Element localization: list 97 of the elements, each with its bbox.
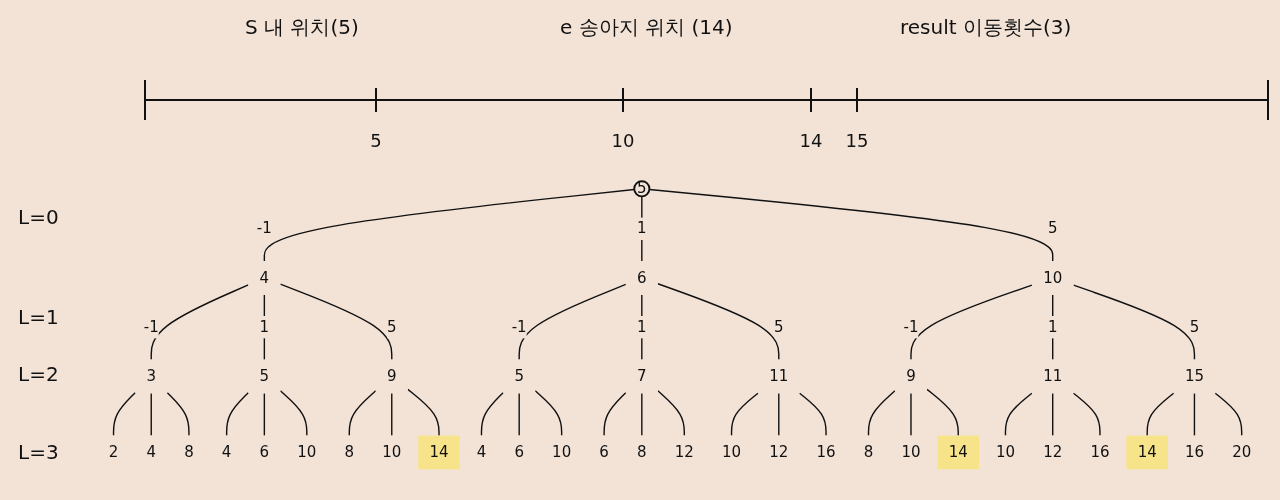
node-text: 10 <box>297 443 317 461</box>
edge-label: -1 <box>143 317 159 336</box>
node-text: 4 <box>221 443 232 461</box>
edge-label: 1 <box>637 317 647 336</box>
connector <box>778 392 780 437</box>
edge-label: 5 <box>774 317 784 336</box>
edge-label: 1 <box>1047 317 1058 336</box>
connector <box>648 188 1054 262</box>
connector <box>1052 392 1054 437</box>
connector <box>263 188 635 262</box>
connector <box>1214 392 1243 437</box>
node-text: 12 <box>769 443 789 461</box>
connector <box>150 284 249 361</box>
edge-label: 1 <box>637 219 647 238</box>
connector <box>657 283 780 361</box>
node-text: 12 <box>674 443 694 461</box>
edge-label: 5 <box>1047 219 1058 238</box>
connector <box>518 392 520 437</box>
connector <box>1004 392 1033 437</box>
heading-text: S 내 위치(5) <box>245 14 359 41</box>
level-label: L=1 <box>18 305 59 329</box>
edge-label: -1 <box>256 219 272 238</box>
node-text: 4 <box>476 443 487 461</box>
node-text: 5 <box>514 367 524 385</box>
tick-label: 5 <box>370 130 382 151</box>
tick-label: 14 <box>799 130 823 151</box>
node-text: 8 <box>184 443 194 461</box>
node-text: 11 <box>1043 367 1063 385</box>
node-text: 10 <box>1043 268 1063 287</box>
node-text: 16 <box>816 443 836 461</box>
node-box: 14 <box>418 435 460 470</box>
node-text: 2 <box>108 443 119 461</box>
node-text: 10 <box>552 443 572 461</box>
node-text: 16 <box>1090 443 1110 461</box>
node-text: 7 <box>637 367 647 385</box>
connector <box>1146 392 1175 437</box>
node-text: 20 <box>1232 443 1252 461</box>
edge-label: -1 <box>903 317 919 336</box>
connector <box>910 284 1033 361</box>
node-text: 12 <box>1043 443 1063 461</box>
connector <box>926 388 959 437</box>
node-text: 6 <box>637 268 647 287</box>
node-text: 10 <box>722 443 742 461</box>
node-text: 8 <box>863 443 874 461</box>
edge-label: -1 <box>511 317 527 336</box>
level-label: L=2 <box>18 362 59 386</box>
connector <box>480 391 504 437</box>
connector <box>1193 392 1196 437</box>
connector <box>391 392 393 437</box>
heading-text: e 송아지 위치 (14) <box>560 14 733 41</box>
node-text: 9 <box>386 367 397 385</box>
node-text: 5 <box>259 367 270 385</box>
tick-label: 15 <box>845 130 869 151</box>
node-text: 9 <box>906 367 916 385</box>
node-box: 14 <box>937 435 980 470</box>
node-text: 11 <box>769 367 789 385</box>
connector <box>730 392 759 437</box>
node-text: 6 <box>514 443 524 461</box>
connector <box>348 390 377 437</box>
node-text: 16 <box>1184 443 1204 461</box>
connector <box>112 391 136 437</box>
node-text: 15 <box>1184 367 1204 385</box>
connector <box>279 390 308 437</box>
connector <box>1072 392 1101 437</box>
node-text: 6 <box>259 443 270 461</box>
edge-label: 1 <box>259 317 270 336</box>
connector <box>867 390 896 437</box>
node-text: 8 <box>344 443 355 461</box>
connector <box>150 392 152 437</box>
connector <box>166 391 190 437</box>
node-text: 4 <box>259 268 270 287</box>
level-label: L=3 <box>18 440 59 464</box>
node-text: 10 <box>901 443 921 461</box>
tick-label: 10 <box>611 130 635 151</box>
connector <box>407 388 440 437</box>
edge-label: 5 <box>386 317 397 336</box>
connector <box>798 392 827 437</box>
node-text: 4 <box>146 443 157 461</box>
connector <box>603 391 627 437</box>
connector <box>279 283 393 361</box>
connector <box>263 392 266 437</box>
heading-text: result 이동횟수(3) <box>900 14 1072 41</box>
connector <box>1072 284 1196 361</box>
node-box: 14 <box>1126 435 1168 470</box>
connector <box>910 392 912 437</box>
connector <box>225 391 249 437</box>
level-label: L=0 <box>18 205 59 229</box>
connector <box>657 390 685 437</box>
connector <box>518 283 627 361</box>
node-text: 3 <box>146 367 157 385</box>
edge-label: 5 <box>1189 317 1200 336</box>
connector <box>641 392 643 437</box>
connector <box>534 390 563 437</box>
node-text: 10 <box>995 443 1016 461</box>
node-text: 8 <box>637 443 647 461</box>
node-text: 6 <box>599 443 609 461</box>
node-text: 10 <box>382 443 402 461</box>
